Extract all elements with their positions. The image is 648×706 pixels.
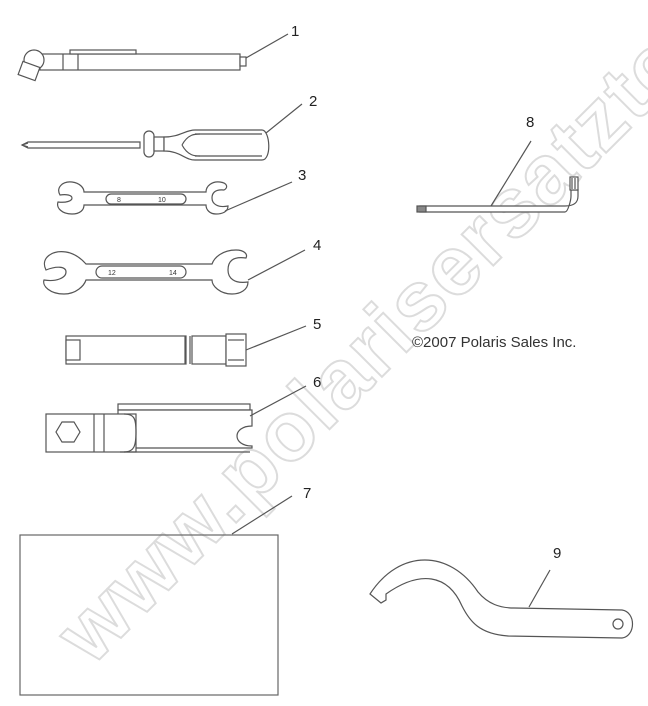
part-5-socket[interactable] [65, 325, 307, 367]
callout-6: 6 [313, 374, 322, 391]
callout-2: 2 [309, 93, 318, 110]
callout-5: 5 [313, 316, 322, 333]
part-1-tire-gauge[interactable] [17, 33, 289, 82]
part-7-pouch[interactable] [19, 495, 293, 696]
callout-4: 4 [313, 237, 322, 254]
large-wrench-mark-1: 12 [108, 270, 116, 277]
small-wrench-mark-1: 8 [117, 197, 121, 204]
copyright-notice: ©2007 Polaris Sales Inc. [412, 334, 577, 351]
part-2-screwdriver[interactable] [20, 103, 303, 161]
callout-1: 1 [291, 23, 300, 40]
small-wrench-mark-2: 10 [158, 197, 166, 204]
callout-8: 8 [526, 114, 535, 131]
part-9-spanner[interactable] [369, 559, 634, 639]
part-6-handle[interactable] [45, 385, 307, 453]
callout-7: 7 [303, 485, 312, 502]
part-8-hex-key[interactable] [416, 140, 579, 213]
part-4-large-wrench[interactable] [43, 249, 306, 295]
callout-3: 3 [298, 167, 307, 184]
large-wrench-mark-2: 14 [169, 270, 177, 277]
callout-9: 9 [553, 545, 562, 562]
part-3-small-wrench[interactable] [57, 181, 293, 215]
